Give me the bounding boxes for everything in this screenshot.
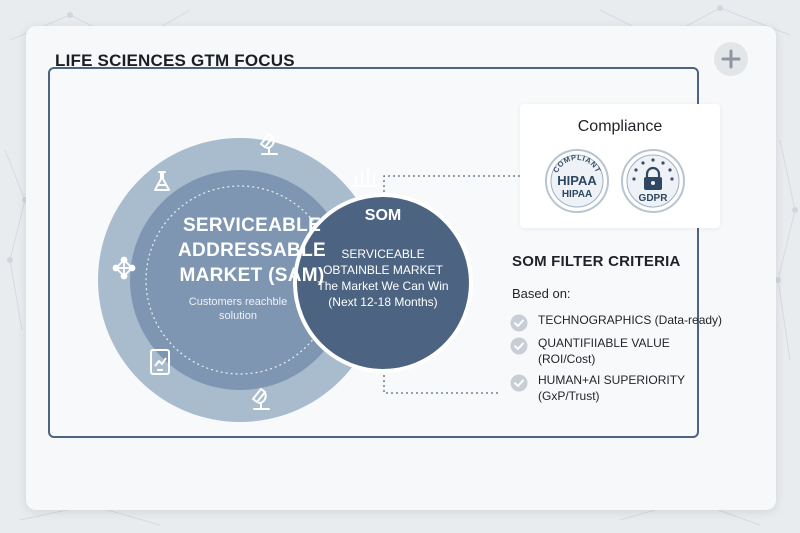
hipaa-compliant-badge: COMPLIANT HIPAA HIPAA xyxy=(545,149,609,213)
sam-subtitle: Customers reachble solution xyxy=(188,296,288,322)
criteria-title: SOM FILTER CRITERIA xyxy=(512,253,681,270)
gdpr-badge: GDPR xyxy=(621,149,685,213)
check-circle-icon xyxy=(510,374,528,392)
som-heading: SOM xyxy=(364,207,402,224)
compliance-title: Compliance xyxy=(577,118,663,135)
criteria-based-on: Based on: xyxy=(512,286,571,301)
plus-icon xyxy=(721,49,741,69)
gdpr-label: GDPR xyxy=(639,193,669,204)
check-circle-icon xyxy=(510,337,528,355)
compliance-panel: Compliance COMPLIANT HIPAA HIPAA GDPR xyxy=(520,104,720,228)
page-title: LIFE SCIENCES GTM FOCUS xyxy=(55,51,295,70)
add-button[interactable] xyxy=(714,42,748,76)
eu-stars-icon xyxy=(632,158,674,181)
padlock-icon xyxy=(644,166,662,190)
sam-title: SERVICEABLE ADDRESSABLE MARKET (SAM) xyxy=(178,215,326,286)
som-description: SERVICEABLE OBTAINBLE MARKET The Market … xyxy=(317,247,449,309)
check-circle-icon xyxy=(510,314,528,332)
hipaa-sub-text: HIPAA xyxy=(562,189,592,200)
hipaa-main-text: HIPAA xyxy=(557,173,597,188)
